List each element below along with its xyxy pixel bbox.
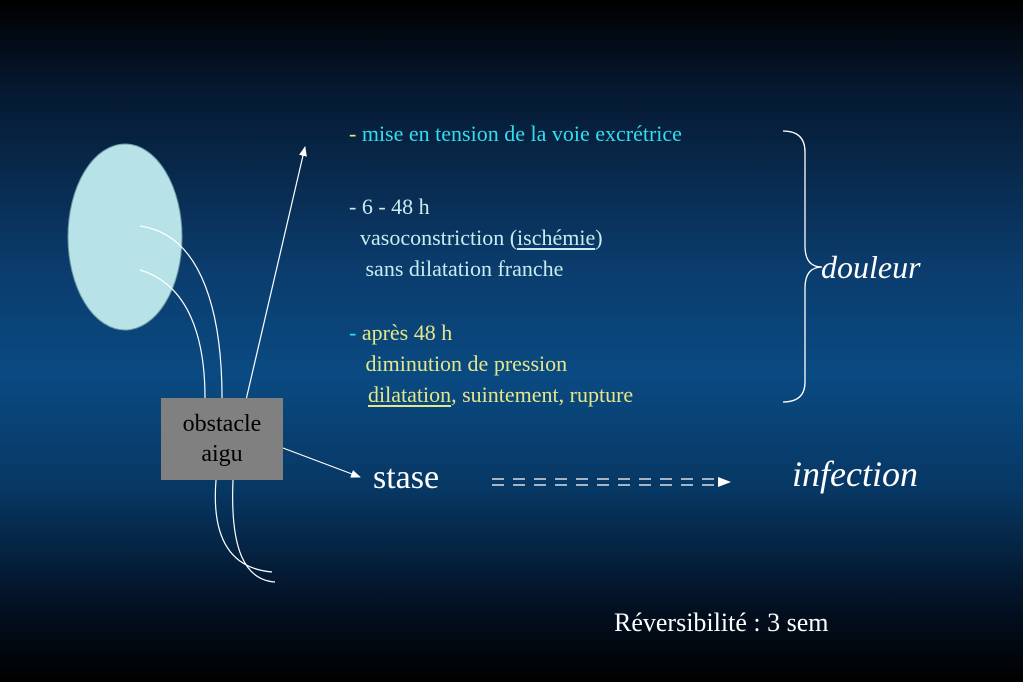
early-phase-time: - 6 - 48 h [349,194,430,219]
obstacle-box: obstacle aigu [161,398,283,480]
dilatation-link[interactable]: dilatation [368,382,452,407]
pressure-drop-line: diminution de pression [349,351,568,376]
infection-label: infection [792,454,918,494]
curly-brace [782,130,823,403]
ureter-line-lower-right [232,479,276,583]
obstacle-label-line2: aigu [201,441,243,467]
tension-dash: - [349,121,362,146]
reversibilite-label: Réversibilité : 3 sem [614,608,829,637]
arrow-to-stase [282,447,361,478]
late-phase-dash: - [349,320,362,345]
late-phase-text: après 48 h [361,320,453,345]
douleur-label: douleur [821,249,921,285]
obstacle-label-line1: obstacle [182,411,262,437]
late-phase-time: - après 48 h [349,322,452,344]
dilatation-line: dilatation, suintement, rupture [368,384,633,406]
arrow-to-tension [245,146,307,401]
dilatation-rest: , suintement, rupture [451,382,634,407]
ureter-line-upper-right [139,225,223,399]
ureter-line-upper-left [139,269,206,399]
vasoconstriction-line: vasoconstriction (ischémie) [349,227,603,249]
dashed-arrow-head [718,477,731,487]
ischemie-link[interactable]: ischémie [517,225,596,250]
kidney-shape [67,143,183,331]
ureter-line-lower-left [214,479,273,573]
no-dilatation-line: sans dilatation franche [349,256,564,281]
vasoconstriction-text: vasoconstriction ( [349,225,518,250]
vasoconstriction-close: ) [595,225,603,250]
tension-item: - mise en tension de la voie excrétrice [349,123,682,145]
stase-label: stase [373,459,440,496]
tension-text: mise en tension de la voie excrétrice [361,121,682,146]
